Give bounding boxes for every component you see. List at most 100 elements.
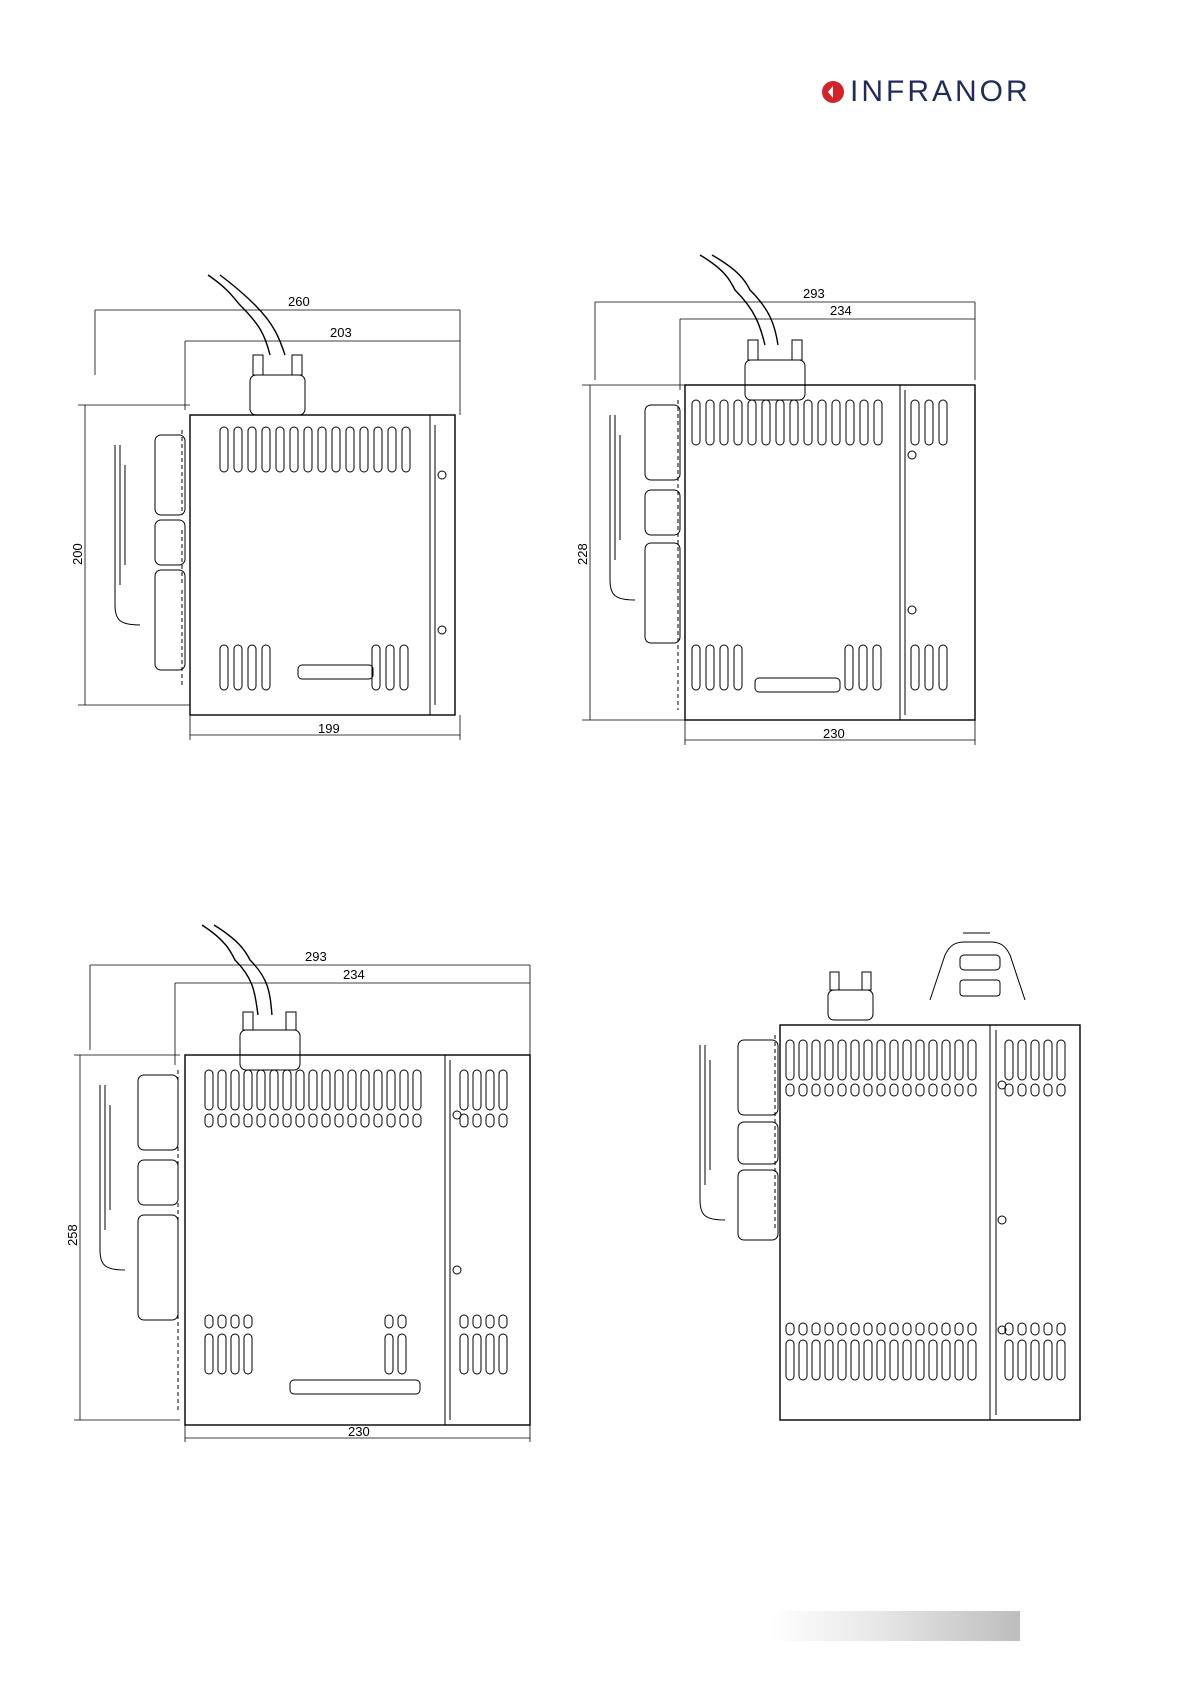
- vent-slot: [1057, 1040, 1065, 1080]
- vent-slot: [1031, 1340, 1039, 1380]
- vent-slot: [205, 1315, 213, 1328]
- vent-slot: [838, 1040, 846, 1080]
- vent-slot: [346, 427, 354, 472]
- vent-slot: [244, 1114, 252, 1127]
- vent-slot: [864, 1323, 872, 1335]
- vent-slot: [890, 1084, 898, 1096]
- vent-slot: [413, 1114, 421, 1127]
- vent-slot: [231, 1315, 239, 1328]
- vent-slot: [838, 1323, 846, 1335]
- vent-slot: [322, 1114, 330, 1127]
- vent-slot: [309, 1070, 317, 1110]
- vent-slot: [262, 645, 270, 690]
- vent-slot: [873, 645, 881, 690]
- vent-slot: [473, 1334, 481, 1374]
- vent-slot: [968, 1340, 976, 1380]
- vent-slot: [720, 645, 728, 690]
- vent-slot: [1005, 1340, 1013, 1380]
- vent-slot: [402, 427, 410, 472]
- vent-slot: [734, 400, 742, 445]
- vent-slot: [283, 1114, 291, 1127]
- vent-slot: [486, 1334, 494, 1374]
- vent-slot: [720, 400, 728, 445]
- vent-slot: [348, 1070, 356, 1110]
- vent-slot: [845, 645, 853, 690]
- vent-slot: [825, 1323, 833, 1335]
- vent-slot: [812, 1040, 820, 1080]
- vent-slot: [1018, 1040, 1026, 1080]
- brand-logo: INFRANOR: [820, 72, 1031, 112]
- vent-slot: [786, 1084, 794, 1096]
- vent-slot: [218, 1070, 226, 1110]
- vent-slot: [911, 400, 919, 445]
- drawing-a: 260 203 200 199: [60, 265, 520, 745]
- vent-slot: [955, 1040, 963, 1080]
- vent-slot: [874, 400, 882, 445]
- vent-slot: [860, 400, 868, 445]
- vent-slot: [706, 400, 714, 445]
- vent-slot: [942, 1340, 950, 1380]
- vent-slot: [916, 1084, 924, 1096]
- vent-slot: [413, 1070, 421, 1110]
- brand-name: INFRANOR: [850, 75, 1031, 109]
- vent-slot: [1044, 1340, 1052, 1380]
- vent-slot: [262, 427, 270, 472]
- vent-slot: [322, 1070, 330, 1110]
- vent-slot: [385, 1315, 393, 1328]
- vent-slot: [499, 1070, 507, 1110]
- dim-body-depth: 234: [343, 967, 365, 982]
- vent-slot: [812, 1340, 820, 1380]
- vent-slot: [942, 1040, 950, 1080]
- vent-slot: [799, 1040, 807, 1080]
- vent-slot: [220, 427, 228, 472]
- vent-slot: [231, 1334, 239, 1374]
- vent-slot: [332, 427, 340, 472]
- vent-slot: [851, 1040, 859, 1080]
- vent-slot: [916, 1340, 924, 1380]
- vent-slot: [335, 1114, 343, 1127]
- vent-slot: [270, 1114, 278, 1127]
- vent-slot: [916, 1040, 924, 1080]
- vent-slot: [1044, 1323, 1052, 1335]
- vent-slot: [939, 645, 947, 690]
- vent-slot: [248, 427, 256, 472]
- vent-slot: [929, 1084, 937, 1096]
- vent-slot: [460, 1070, 468, 1110]
- vent-slot: [929, 1340, 937, 1380]
- vent-slot: [818, 400, 826, 445]
- vent-slot: [859, 645, 867, 690]
- vent-slot: [400, 1070, 408, 1110]
- vent-slot: [1031, 1084, 1039, 1096]
- vent-slot: [968, 1040, 976, 1080]
- vent-slot: [1018, 1084, 1026, 1096]
- vent-slot: [864, 1084, 872, 1096]
- vent-slot: [804, 400, 812, 445]
- vent-slot: [244, 1315, 252, 1328]
- vent-slot: [968, 1323, 976, 1335]
- vent-slot: [955, 1323, 963, 1335]
- vent-slot: [903, 1323, 911, 1335]
- vent-slot: [790, 400, 798, 445]
- vent-slot: [248, 645, 256, 690]
- vent-slot: [486, 1315, 494, 1328]
- vent-slot: [387, 1114, 395, 1127]
- vent-slot: [911, 645, 919, 690]
- vent-slot: [812, 1084, 820, 1096]
- vent-slot: [374, 1114, 382, 1127]
- vent-slot: [877, 1084, 885, 1096]
- vent-slot: [388, 427, 396, 472]
- vent-slot: [786, 1340, 794, 1380]
- dim-base-width: 199: [318, 721, 340, 736]
- vent-slot: [786, 1040, 794, 1080]
- dim-overall-depth: 260: [288, 294, 310, 309]
- vent-slot: [825, 1040, 833, 1080]
- vent-slot: [486, 1114, 494, 1127]
- dim-overall-depth: 293: [305, 949, 327, 964]
- vent-slot: [244, 1070, 252, 1110]
- vent-slot: [231, 1070, 239, 1110]
- vent-slot: [864, 1340, 872, 1380]
- vent-slot: [832, 400, 840, 445]
- vent-slot: [499, 1114, 507, 1127]
- vent-slot: [851, 1340, 859, 1380]
- vent-slot: [290, 427, 298, 472]
